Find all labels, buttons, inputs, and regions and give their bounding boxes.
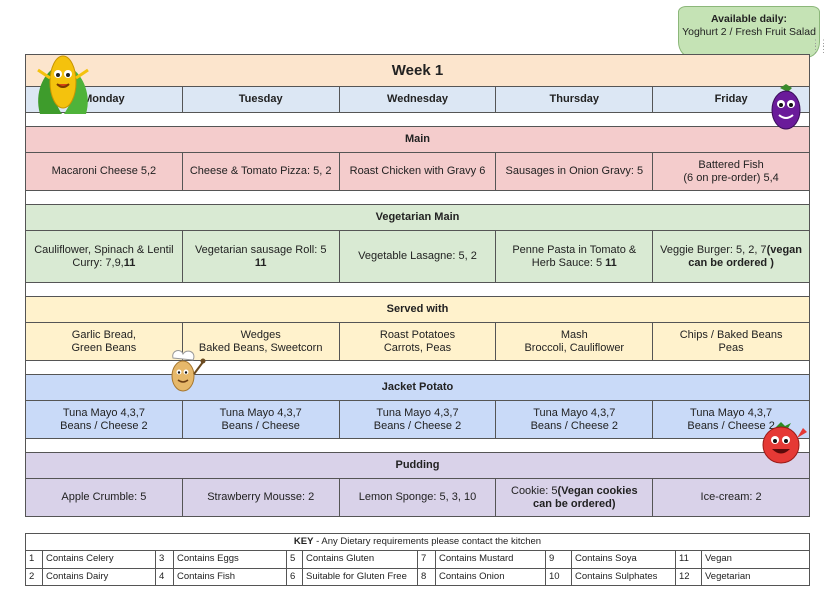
- pudding-tuesday: Strawberry Mousse: 2: [181, 479, 339, 516]
- section-veg-header: Vegetarian Main: [26, 204, 809, 230]
- key-heading: KEY - Any Dietary requirements please co…: [26, 534, 809, 551]
- day-monday: Monday: [83, 93, 125, 105]
- spacer-row: [26, 360, 809, 374]
- day-thursday: Thursday: [495, 87, 652, 112]
- day-tuesday: Tuesday: [181, 87, 339, 112]
- main-monday: Macaroni Cheese 5,2: [51, 165, 157, 177]
- corn-icon: [37, 55, 89, 114]
- pudding-monday: Apple Crumble: 5: [61, 491, 147, 503]
- main-tuesday: Cheese & Tomato Pizza: 5, 2: [181, 153, 339, 190]
- section-served-header: Served with: [26, 296, 809, 322]
- pudding-row: Apple Crumble: 5 Strawberry Mousse: 2 Le…: [26, 478, 809, 516]
- day-wednesday: Wednesday: [338, 87, 496, 112]
- week-title-row: Week 1: [26, 55, 809, 86]
- veg-wednesday: Vegetable Lasagne: 5, 2: [338, 231, 496, 282]
- veg-row: Cauliflower, Spinach & Lentil Curry: 7,9…: [26, 230, 809, 282]
- available-daily-text: Yoghurt 2 / Fresh Fruit Salad: [682, 26, 816, 38]
- day-friday: Friday: [652, 87, 809, 112]
- available-daily-title: Available daily:: [710, 13, 788, 25]
- drag-handle-icon[interactable]: ⋮⋮⋮⋮: [811, 38, 828, 54]
- section-jacket-label: Jacket Potato: [381, 381, 454, 393]
- section-pudding-label: Pudding: [395, 459, 440, 471]
- spacer-row: [26, 190, 809, 204]
- pudding-wednesday: Lemon Sponge: 5, 3, 10: [338, 479, 496, 516]
- main-thursday: Sausages in Onion Gravy: 5: [495, 153, 652, 190]
- section-jacket-header: Jacket Potato: [26, 374, 809, 400]
- pudding-thursday: Cookie: 5(Vegan cookies can be ordered): [495, 479, 652, 516]
- main-wednesday: Roast Chicken with Gravy 6: [338, 153, 496, 190]
- week-title: Week 1: [391, 62, 444, 79]
- menu-table: Week 1 Monday Tuesday Wednesday Thursday…: [25, 54, 810, 517]
- spacer-row: [26, 438, 809, 452]
- pudding-friday: Ice-cream: 2: [652, 479, 809, 516]
- section-served-label: Served with: [386, 303, 449, 315]
- spacer-row: [26, 282, 809, 296]
- section-main-header: Main: [26, 126, 809, 152]
- allergen-key: KEY - Any Dietary requirements please co…: [25, 533, 810, 586]
- key-row: 2 Contains Dairy 4 Contains Fish 6 Suita…: [26, 568, 809, 585]
- section-pudding-header: Pudding: [26, 452, 809, 478]
- spacer-row: [26, 112, 809, 126]
- served-monday: Garlic Bread,Green Beans: [71, 328, 137, 354]
- veg-monday: Cauliflower, Spinach & Lentil Curry: 7,9…: [34, 243, 174, 269]
- aubergine-icon: [771, 84, 801, 130]
- tomato-icon: [762, 422, 807, 464]
- veg-thursday: Penne Pasta in Tomato & Herb Sauce: 5 11: [495, 231, 652, 282]
- key-row: 1 Contains Celery 3 Contains Eggs 5 Cont…: [26, 551, 809, 568]
- section-main-label: Main: [404, 133, 431, 145]
- potato-chef-icon: [171, 350, 206, 392]
- day-header-row: Monday Tuesday Wednesday Thursday Friday: [26, 86, 809, 112]
- main-row: Macaroni Cheese 5,2 Cheese & Tomato Pizz…: [26, 152, 809, 190]
- veg-friday: Veggie Burger: 5, 2, 7(vegan can be orde…: [652, 231, 809, 282]
- section-veg-label: Vegetarian Main: [375, 211, 460, 223]
- main-friday: Battered Fish(6 on pre-order) 5,4: [652, 153, 809, 190]
- available-daily-note: Available daily: Yoghurt 2 / Fresh Fruit…: [678, 6, 820, 58]
